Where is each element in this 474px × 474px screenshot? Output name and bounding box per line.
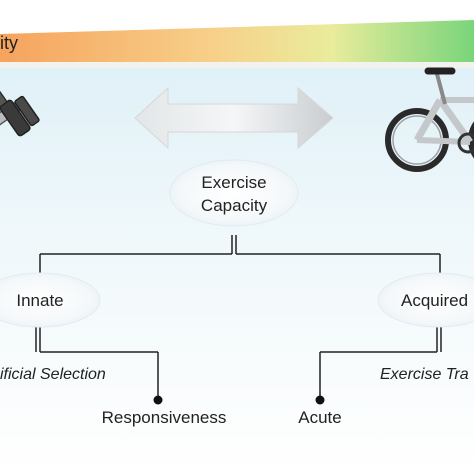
- responsiveness-label: Responsiveness: [102, 408, 227, 427]
- dumbbell-icon: [0, 90, 40, 137]
- center-node-label-line2: Capacity: [201, 196, 268, 215]
- capacity-bar-label: ity: [0, 33, 18, 53]
- double-arrow-icon: [134, 86, 334, 150]
- bicycle-icon: [385, 67, 474, 172]
- center-node-label-line1: Exercise: [201, 173, 266, 192]
- innate-node-label: Innate: [16, 291, 63, 310]
- acute-dot: [315, 395, 325, 405]
- acute-label: Acute: [298, 408, 341, 427]
- artificial-selection-label: ificial Selection: [0, 366, 106, 383]
- innate-node: [0, 272, 101, 328]
- responsiveness-dot: [153, 395, 163, 405]
- capacity-wedge-bottom-edge: [0, 62, 474, 68]
- capacity-wedge-top-mask: [0, 0, 474, 34]
- exercise-training-label: Exercise Tra: [380, 366, 469, 383]
- acquired-node-label: Acquired: [401, 291, 468, 310]
- acquired-node: [377, 272, 474, 328]
- tree-connectors: [35, 235, 442, 398]
- center-node-exercise-capacity: [169, 159, 299, 227]
